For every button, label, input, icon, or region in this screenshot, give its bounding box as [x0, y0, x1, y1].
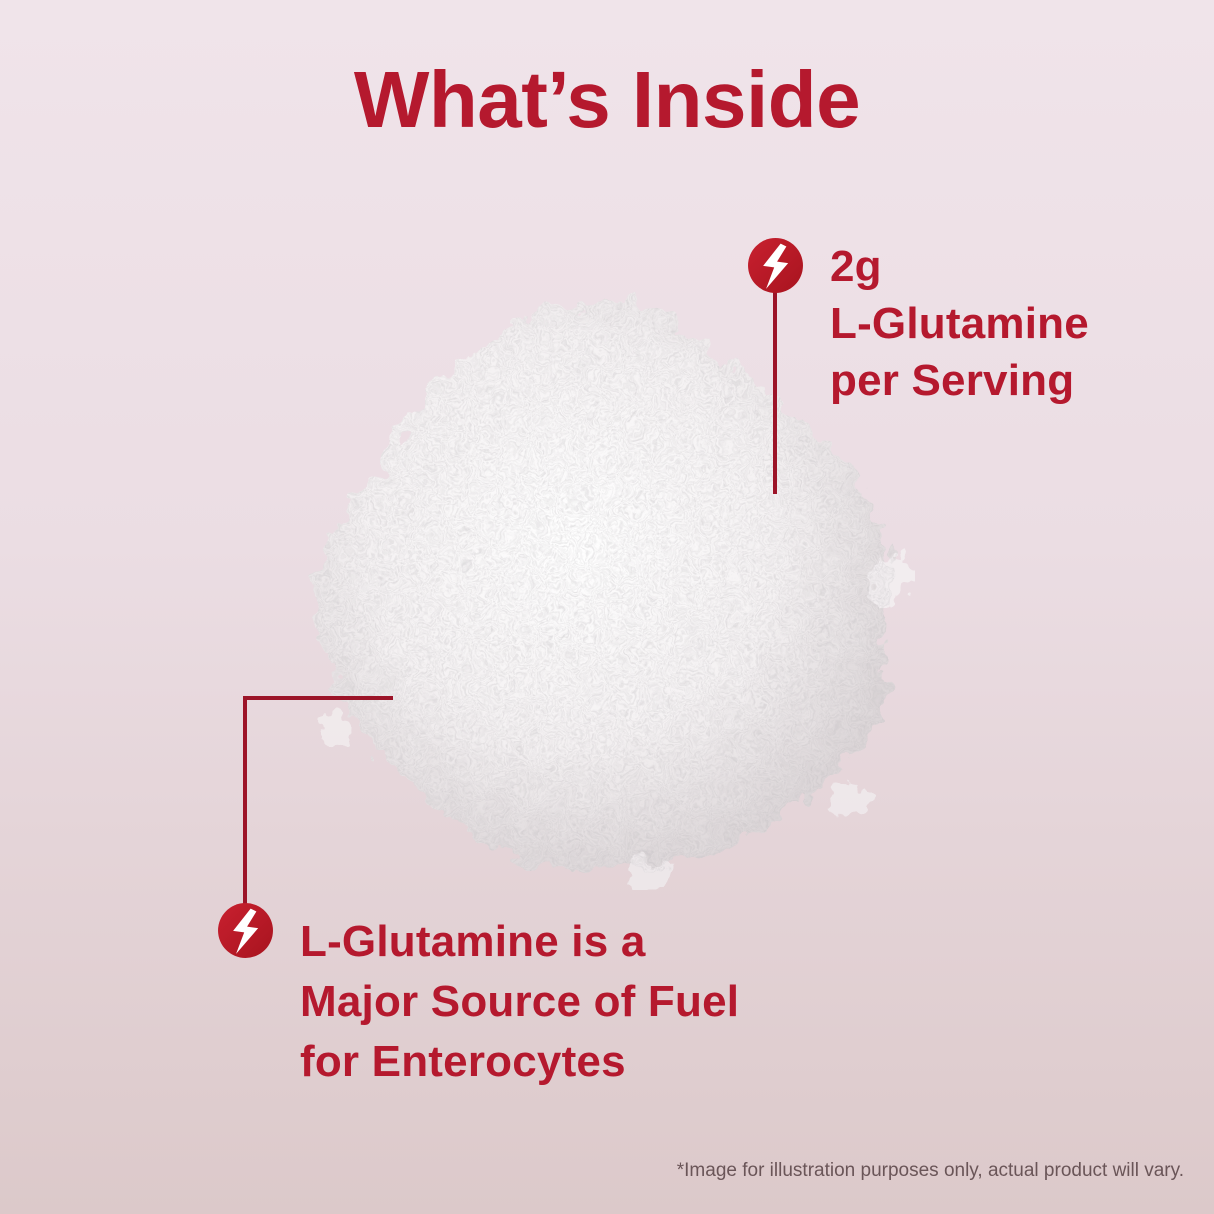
callout-line: 2g	[830, 242, 882, 291]
callout-line: per Serving	[830, 356, 1075, 405]
callout-glutamine-amount: 2g L-Glutamine per Serving	[830, 238, 1089, 409]
page-title: What’s Inside	[353, 55, 861, 144]
callout-fuel-enterocytes: L-Glutamine is a Major Source of Fuel fo…	[300, 912, 739, 1092]
lightning-bolt-icon	[748, 238, 803, 293]
callout-line: L-Glutamine is a	[300, 917, 646, 966]
disclaimer-text: *Image for illustration purposes only, a…	[676, 1160, 1184, 1181]
callout-line: L-Glutamine	[830, 299, 1089, 348]
callout-connector-line	[243, 696, 393, 700]
callout-connector-line	[773, 292, 777, 494]
powder-image	[314, 300, 912, 890]
callout-line: for Enterocytes	[300, 1037, 626, 1086]
lightning-bolt-icon	[218, 903, 273, 958]
callout-connector-line	[243, 696, 247, 904]
callout-line: Major Source of Fuel	[300, 977, 740, 1026]
